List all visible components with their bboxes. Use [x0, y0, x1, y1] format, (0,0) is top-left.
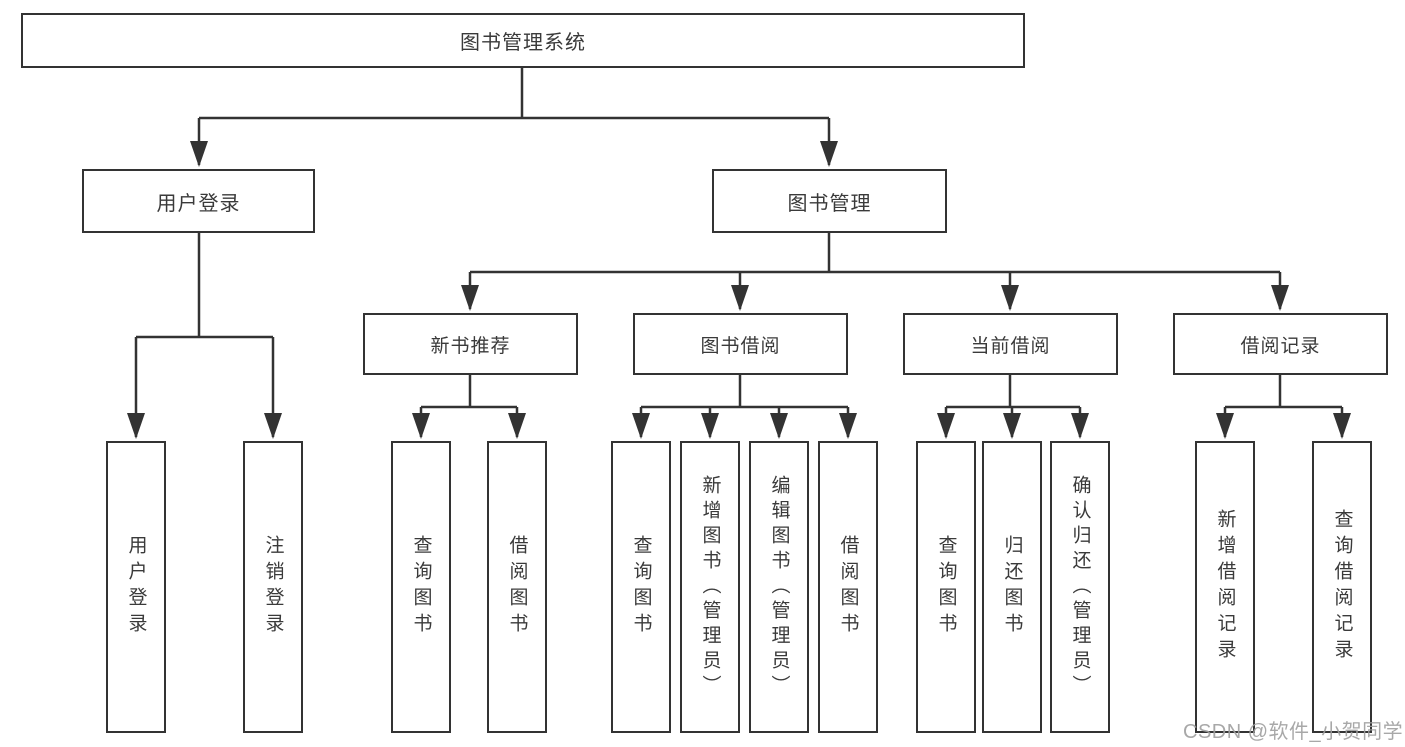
node-label: 新增图书（管理员） — [699, 474, 721, 700]
node-label: 查询图书 — [935, 535, 957, 639]
node-user-login-branch: 用户登录 — [82, 169, 315, 233]
node-label: 查询图书 — [410, 535, 432, 639]
node-label: 当前借阅 — [970, 335, 1051, 357]
node-borrowing-records: 借阅记录 — [1173, 313, 1388, 375]
node-library-management-system: 图书管理系统 — [21, 13, 1025, 68]
node-label: 新增借阅记录 — [1214, 509, 1236, 665]
node-label: 用户登录 — [125, 535, 147, 639]
leaf-query-borrow-record: 查询借阅记录 — [1312, 441, 1372, 733]
leaf-add-books-admin: 新增图书（管理员） — [680, 441, 740, 733]
node-label: 用户登录 — [156, 192, 241, 215]
node-label: 归还图书 — [1001, 535, 1023, 639]
node-label: 图书管理 — [787, 192, 872, 215]
leaf-confirm-return-admin: 确认归还（管理员） — [1050, 441, 1110, 733]
node-label: 编辑图书（管理员） — [768, 474, 790, 700]
node-label: 查询借阅记录 — [1331, 509, 1353, 665]
node-label: 图书借阅 — [700, 335, 781, 357]
node-current-borrowing: 当前借阅 — [903, 313, 1118, 375]
node-label: 查询图书 — [630, 535, 652, 639]
leaf-return-books: 归还图书 — [982, 441, 1042, 733]
node-book-management-branch: 图书管理 — [712, 169, 947, 233]
leaf-borrow-books: 借阅图书 — [818, 441, 878, 733]
node-label: 注销登录 — [262, 535, 284, 639]
node-label: 新书推荐 — [430, 335, 511, 357]
node-label: 图书管理系统 — [460, 32, 586, 54]
leaf-query-books-recommend: 查询图书 — [391, 441, 451, 733]
node-label: 确认归还（管理员） — [1069, 474, 1091, 700]
node-new-book-recommendation: 新书推荐 — [363, 313, 578, 375]
node-label: 借阅图书 — [837, 535, 859, 639]
csdn-watermark: CSDN @软件_小贺同学 — [1183, 721, 1404, 743]
leaf-query-books-current: 查询图书 — [916, 441, 976, 733]
leaf-user-login: 用户登录 — [106, 441, 166, 733]
leaf-edit-books-admin: 编辑图书（管理员） — [749, 441, 809, 733]
node-book-borrowing: 图书借阅 — [633, 313, 848, 375]
leaf-query-books-borrowing: 查询图书 — [611, 441, 671, 733]
node-label: 借阅记录 — [1240, 335, 1321, 357]
leaf-borrow-books-recommend: 借阅图书 — [487, 441, 547, 733]
node-label: 借阅图书 — [506, 535, 528, 639]
leaf-add-borrow-record: 新增借阅记录 — [1195, 441, 1255, 733]
leaf-logout: 注销登录 — [243, 441, 303, 733]
